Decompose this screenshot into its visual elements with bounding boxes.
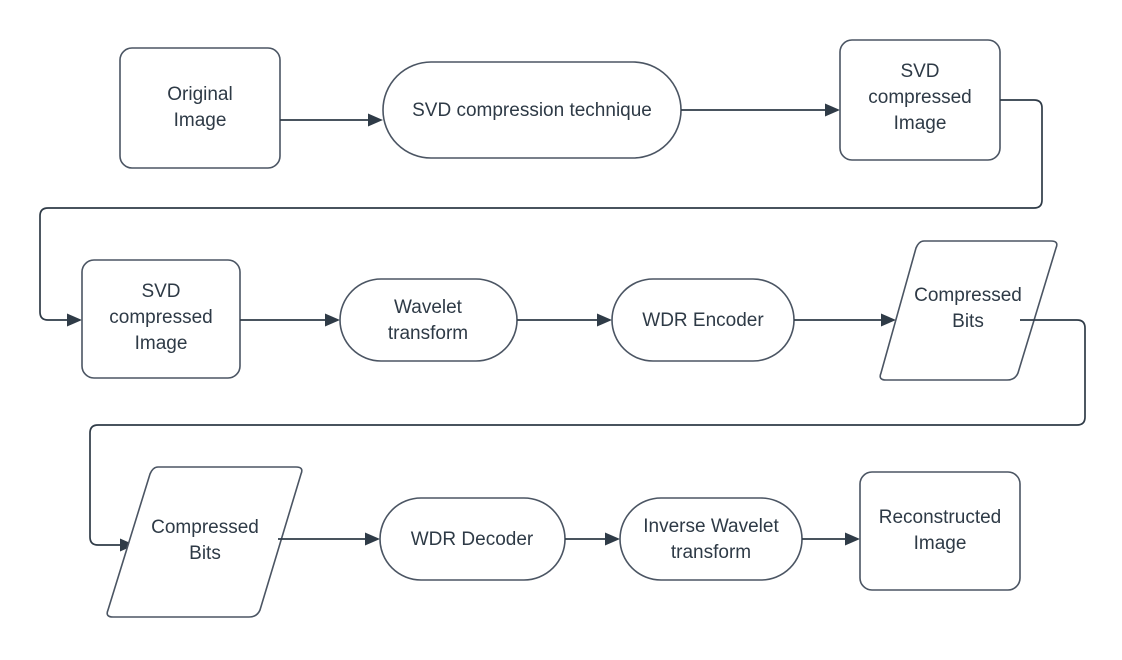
svd-compressed-image-2-label-line3: Image (135, 333, 188, 354)
inverse-wavelet-transform-shape (619, 497, 803, 581)
svd-compressed-image-2-label-line2: compressed (109, 307, 213, 328)
node-compressed-bits-2[interactable]: Compressed Bits (106, 466, 303, 618)
svd-compression-technique-label: SVD compression technique (412, 100, 652, 121)
compressed-bits-2-shape (106, 466, 303, 618)
wdr-decoder-label: WDR Decoder (411, 529, 534, 550)
node-original-image[interactable]: Original Image (119, 47, 281, 169)
wdr-encoder-label: WDR Encoder (642, 310, 764, 331)
compressed-bits-1-label-line1: Compressed (914, 285, 1022, 306)
arrow-head-icon (845, 532, 860, 546)
edge-wavelet-to-wdr-encoder (517, 313, 612, 327)
wavelet-transform-shape (339, 278, 518, 362)
node-inverse-wavelet-transform[interactable]: Inverse Wavelet transform (619, 497, 803, 581)
svd-compressed-image-1-label-line2: compressed (868, 87, 972, 108)
svd-compressed-image-1-label-line1: SVD (900, 61, 939, 82)
arrow-head-icon (881, 313, 896, 327)
original-image-shape (119, 47, 281, 169)
svd-compressed-image-2-label-line1: SVD (141, 281, 180, 302)
edge-wdr-decoder-to-inverse-wavelet (565, 532, 620, 546)
reconstructed-image-label-line2: Image (914, 533, 967, 554)
edge-svd-technique-to-compressed-image (681, 103, 840, 117)
compressed-bits-1-shape (879, 240, 1058, 381)
wavelet-transform-label-line1: Wavelet (394, 297, 463, 318)
arrow-head-icon (597, 313, 612, 327)
compressed-bits-1-label-line2: Bits (952, 311, 984, 332)
inverse-wavelet-transform-label-line1: Inverse Wavelet (643, 516, 779, 537)
node-wavelet-transform[interactable]: Wavelet transform (339, 278, 518, 362)
svd-compressed-image-2-shape (81, 259, 241, 379)
node-svd-compressed-image-2[interactable]: SVD compressed Image (81, 259, 241, 379)
node-svd-compressed-image-1[interactable]: SVD compressed Image (839, 39, 1001, 161)
node-reconstructed-image[interactable]: Reconstructed Image (859, 471, 1021, 591)
edge-row1-to-row2-wrap (39, 99, 1043, 327)
reconstructed-image-shape (859, 471, 1021, 591)
arrow-head-icon (605, 532, 620, 546)
arrow-head-icon (825, 103, 840, 117)
arrow-head-icon (368, 113, 383, 127)
node-svd-compression-technique[interactable]: SVD compression technique (382, 61, 682, 159)
arrow-head-icon (325, 313, 340, 327)
node-wdr-decoder[interactable]: WDR Decoder (379, 497, 566, 581)
edge-inverse-wavelet-to-reconstructed-image (802, 532, 860, 546)
compressed-bits-2-label-line1: Compressed (151, 517, 259, 538)
node-compressed-bits-1[interactable]: Compressed Bits (879, 240, 1058, 381)
reconstructed-image-label-line1: Reconstructed (879, 507, 1002, 528)
edge-wdr-encoder-to-compressed-bits (794, 313, 896, 327)
arrow-head-icon (67, 313, 82, 327)
inverse-wavelet-transform-label-line2: transform (671, 542, 751, 563)
original-image-label-line1: Original (167, 84, 232, 105)
edge-compressed-bits-to-wdr-decoder (278, 532, 380, 546)
wavelet-transform-label-line2: transform (388, 323, 468, 344)
compressed-bits-2-label-line2: Bits (189, 543, 221, 564)
edge-original-to-svd-technique (280, 113, 383, 127)
original-image-label-line2: Image (174, 110, 227, 131)
node-wdr-encoder[interactable]: WDR Encoder (611, 278, 795, 362)
edge-svd-compressed-to-wavelet (240, 313, 340, 327)
arrow-head-icon (365, 532, 380, 546)
svd-compressed-image-1-label-line3: Image (894, 113, 947, 134)
